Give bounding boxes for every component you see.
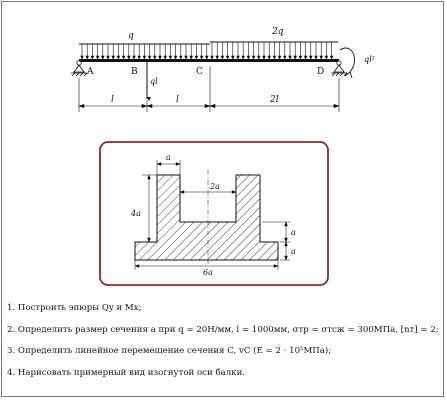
load-arrow-head [184, 55, 188, 60]
load-arrow-head [314, 55, 318, 60]
load-arrow-head [319, 55, 323, 60]
load-arrow-head [241, 55, 245, 60]
load-arrow-head [101, 55, 105, 60]
load-arrow-head [111, 55, 115, 60]
section-dim-2a [179, 190, 237, 194]
load-arrow-head [210, 55, 214, 60]
load-arrow-head [127, 55, 131, 60]
load-arrow-head [163, 55, 167, 60]
beam [79, 59, 339, 62]
task-item: 2. Определить размер сечения a при q = 2… [7, 324, 439, 335]
load-arrow-head [298, 55, 303, 60]
section-label-a-right-upper: a [291, 228, 296, 237]
load-arrow-head [90, 55, 95, 60]
dim-label-ab: l [111, 95, 114, 105]
load-arrow-head [257, 55, 261, 60]
section-label-4a: 4a [130, 209, 141, 218]
section-dim-6a [134, 260, 279, 270]
task-item: 3. Определить линейное перемещение сечен… [7, 346, 332, 357]
load-arrow-head [168, 55, 173, 60]
point-label-b: B [131, 67, 138, 77]
load-arrow-head [225, 55, 230, 60]
load-arrow-head [272, 55, 277, 60]
dim-label-cd: 2l [269, 95, 279, 105]
point-label-d: D [317, 67, 324, 77]
section-label-2a: 2a [209, 182, 220, 191]
task-item: 1. Построить эпюры Qy и Mx; [7, 303, 142, 313]
load-arrow-head [251, 55, 256, 60]
section-label-a-right-lower: a [291, 247, 296, 256]
task-list: 1. Построить эпюры Qy и Mx; 2. Определит… [7, 302, 443, 388]
load-arrow-head [158, 55, 162, 60]
load-label-2q: 2q [271, 27, 284, 37]
section-dim-a-top [156, 160, 181, 175]
left-pin-support [71, 60, 88, 77]
load-arrow-head [121, 55, 126, 60]
load-arrow-head [85, 55, 89, 60]
moment-label-ql2: ql² [364, 55, 375, 64]
distributed-load-q [79, 43, 210, 60]
load-arrow-head [116, 55, 121, 60]
load-arrow-head [80, 55, 84, 60]
load-arrow-head [199, 55, 204, 60]
load-arrow-head [215, 55, 219, 60]
distributed-load-2q [210, 41, 338, 60]
load-arrow-head [303, 55, 308, 60]
beam-dimensions [78, 66, 340, 112]
load-arrow-head [153, 55, 157, 60]
load-arrow-head [283, 55, 287, 60]
point-label-a: A [86, 67, 94, 77]
moment-arc [339, 47, 355, 79]
section-dim-right [262, 221, 290, 261]
load-arrow-head [189, 55, 193, 60]
load-arrow-head [179, 55, 183, 60]
point-label-c: C [196, 67, 203, 77]
load-arrow-head [324, 55, 329, 60]
dim-label-bc: l [176, 95, 179, 105]
section-dim-4a [142, 174, 157, 243]
load-arrow-head [246, 55, 251, 60]
load-arrow-head [329, 55, 334, 60]
load-arrow-head [236, 55, 240, 60]
load-arrow-head [231, 55, 235, 60]
load-arrow-head [137, 55, 141, 60]
load-arrow-head [106, 55, 110, 60]
load-arrow-head [262, 55, 266, 60]
load-arrow-head [205, 55, 209, 60]
load-arrow-head [95, 55, 100, 60]
load-arrow-head [132, 55, 136, 60]
load-arrow-head [309, 55, 313, 60]
load-arrow-head [293, 55, 297, 60]
section-label-a-top: a [166, 153, 171, 162]
section-label-6a: 6a [203, 268, 213, 277]
load-label-q: q [128, 31, 134, 41]
load-arrow-head [142, 55, 147, 60]
force-label-ql: ql [150, 77, 158, 86]
load-arrow-head [147, 55, 152, 60]
load-arrow-head [288, 55, 292, 60]
task-item: 4. Нарисовать примерный вид изогнутой ос… [7, 367, 246, 378]
load-arrow-head [194, 55, 199, 60]
load-arrow-head [277, 55, 282, 60]
load-arrow-head [220, 55, 225, 60]
right-pin-support [331, 60, 348, 77]
beam-and-section-figure: q 2q ql ql² A B C D l l 2l a 2a [71, 27, 375, 286]
load-arrow-head [173, 55, 178, 60]
load-arrow-head [267, 55, 271, 60]
